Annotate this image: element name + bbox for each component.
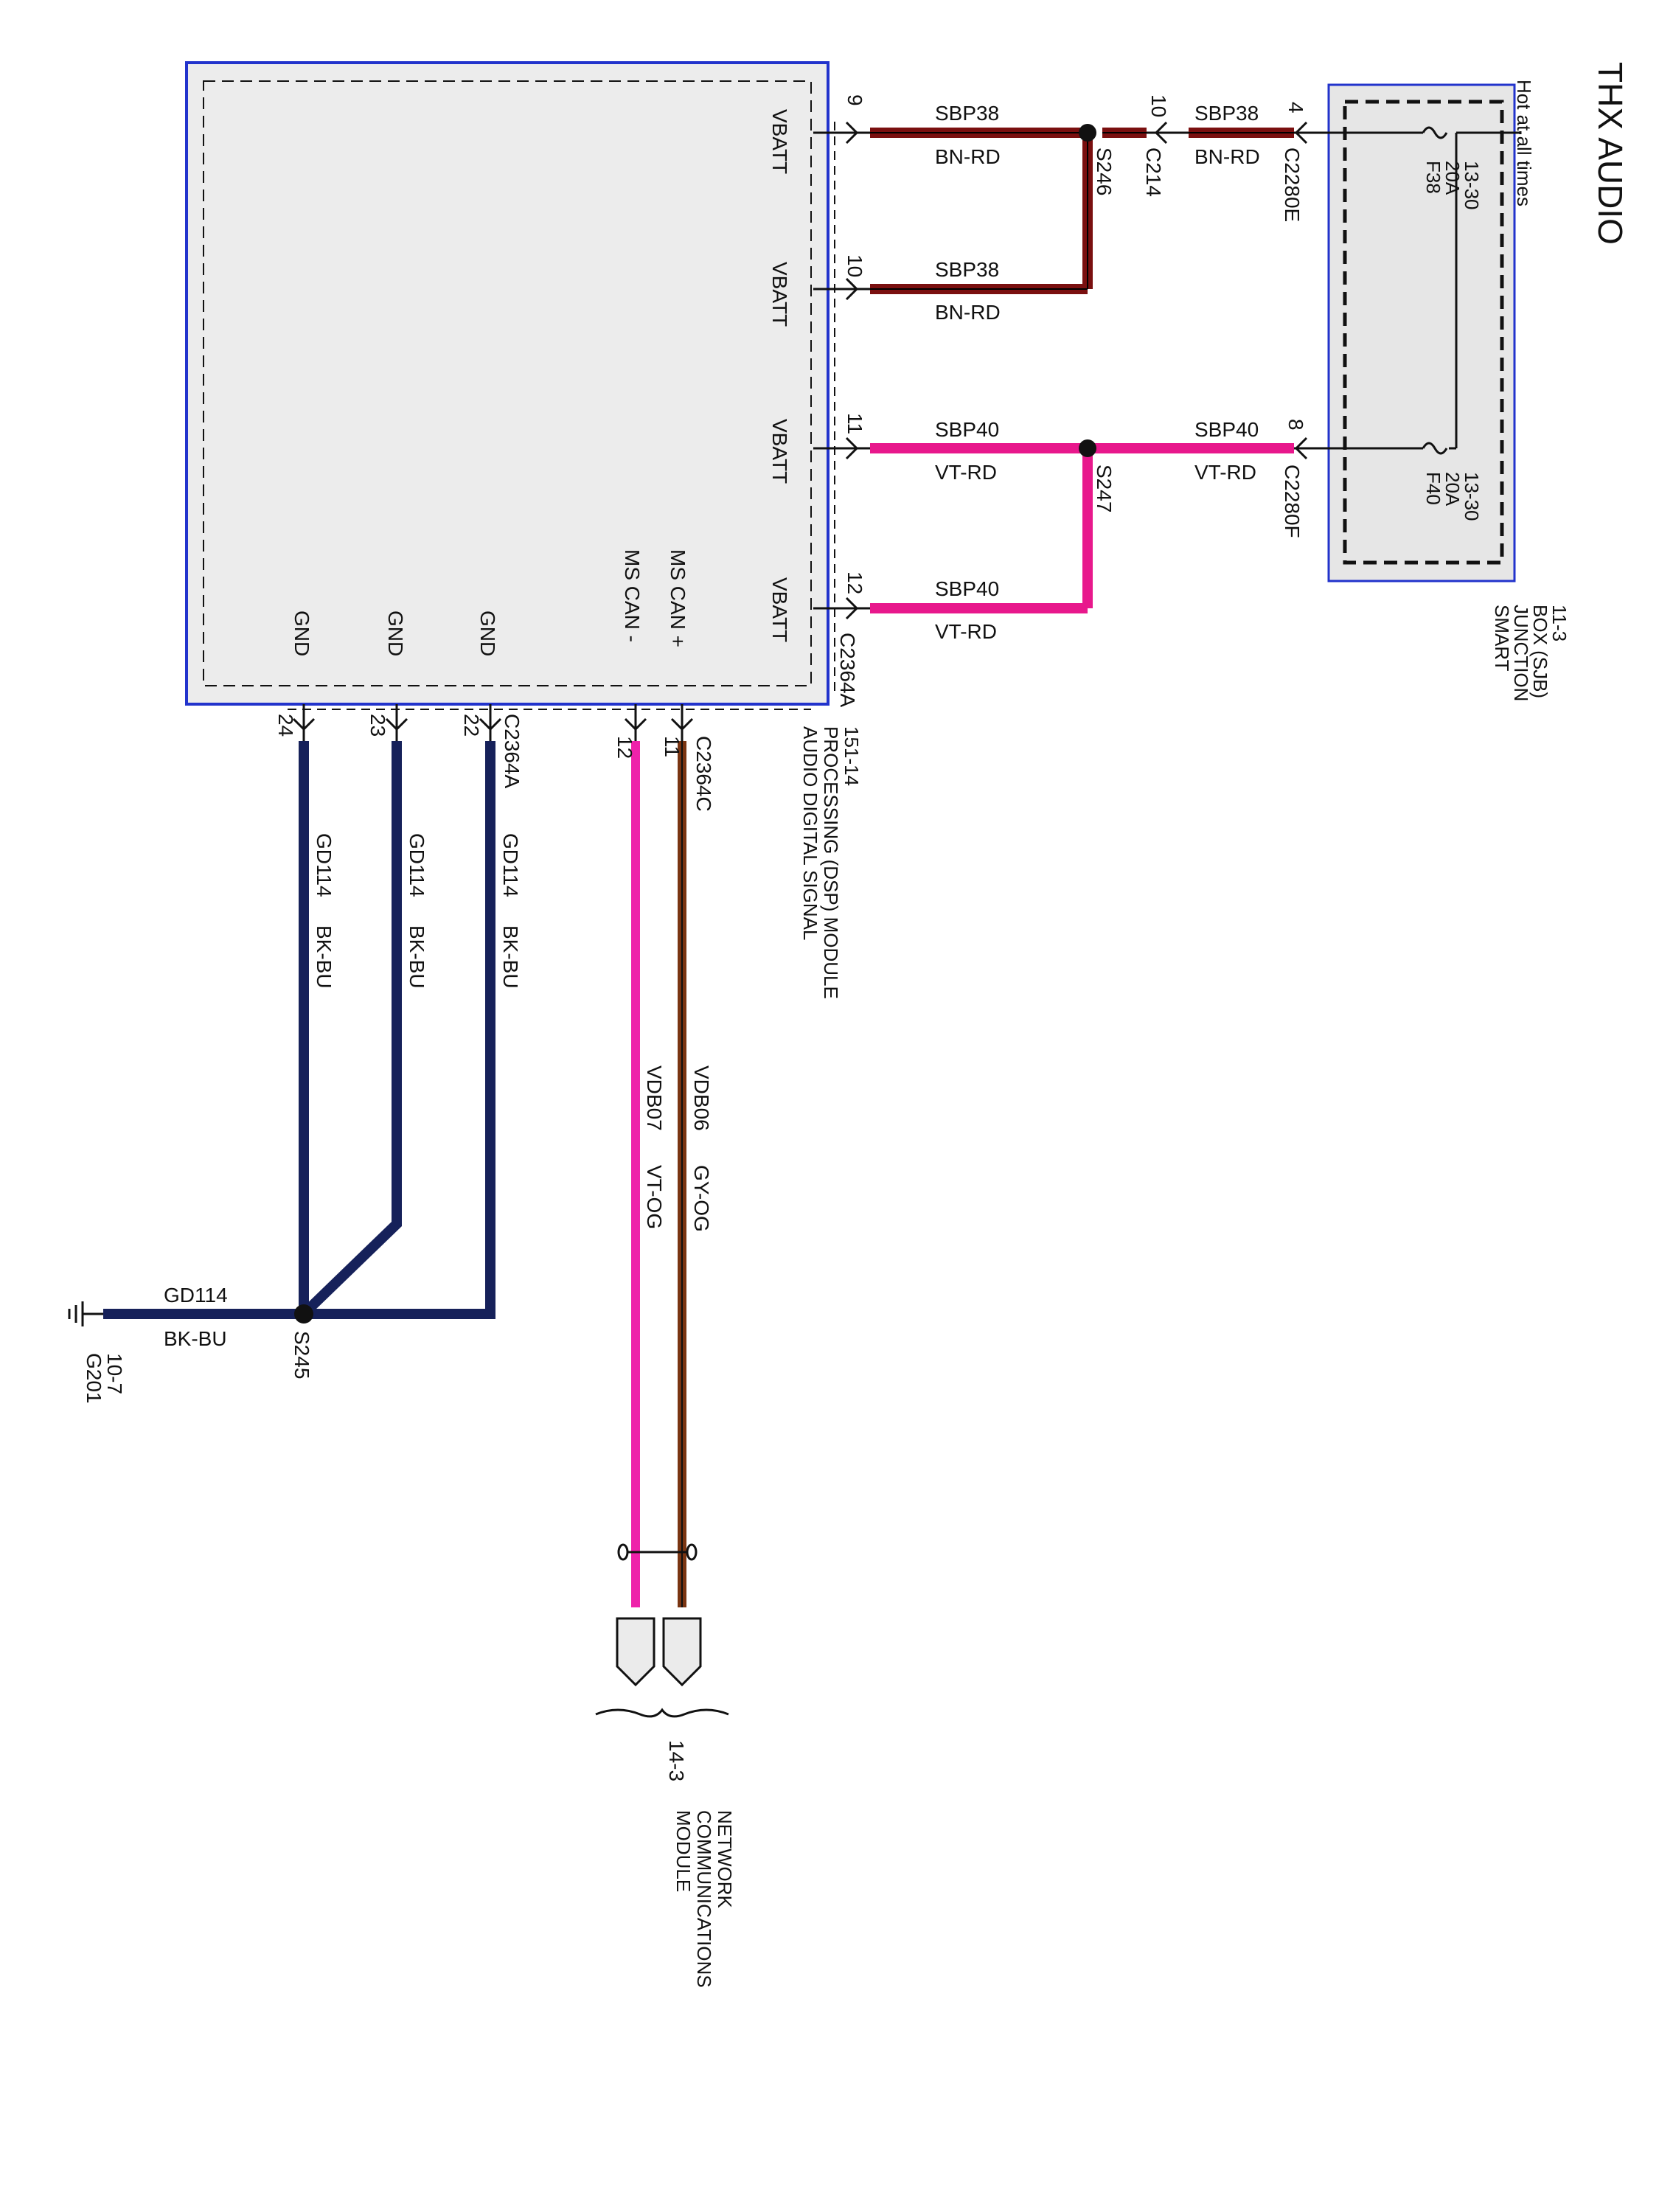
network-terminal-vdb07-icon (616, 1617, 655, 1687)
wire-label-gd114-22: GD114 (499, 833, 522, 897)
pin-label-vbatt-11: VBATT (768, 419, 791, 484)
wire-color-sbp40-1: VT-RD (935, 461, 997, 484)
splice-s245-icon (294, 1304, 313, 1324)
connector-c2280f-label: C2280F (1281, 465, 1304, 538)
dsp-module-label: AUDIO DIGITAL SIGNAL PROCESSING (DSP) MO… (799, 726, 863, 1004)
fuse-f40-label: F40 20A 13-30 (1422, 472, 1483, 521)
splice-s246-label: S246 (1093, 147, 1116, 195)
wire-label-gd114-24: GD114 (313, 833, 335, 897)
pin-number-can-11: 11 (661, 736, 684, 757)
splice-s247-icon (1079, 439, 1096, 457)
wire-color-gd114-23: BK-BU (406, 925, 428, 989)
splice-s247-label: S247 (1093, 465, 1116, 512)
audio-dsp-module: VBATT VBATT VBATT VBATT MS CAN + MS CAN … (185, 61, 835, 710)
pin-label-vbatt-12: VBATT (768, 577, 791, 642)
pin-label-gnd-23: GND (384, 611, 407, 656)
wire-color-gd114-22: BK-BU (499, 925, 522, 989)
wire-label-sbp40-1: SBP40 (935, 418, 999, 441)
splice-s246-icon (1079, 124, 1096, 142)
splice-s245-label: S245 (291, 1331, 313, 1379)
pin-label-ms-can-plus: MS CAN + (667, 549, 689, 647)
network-ref: 14-3 (665, 1740, 688, 1781)
pin-label-gnd-24: GND (291, 611, 313, 656)
ground-icon (68, 1301, 103, 1326)
wire-label-sbp40-3: SBP40 (1194, 418, 1259, 441)
pin-label-vbatt-10: VBATT (768, 262, 791, 327)
pin-number-10: 10 (844, 254, 866, 277)
pin-number-gnd-24: 24 (274, 714, 297, 737)
wire-color-vdb07: VT-OG (643, 1165, 666, 1229)
wire-label-sbp38-1: SBP38 (935, 102, 999, 125)
can-pin-stubs (624, 704, 694, 741)
pin-number-c214: 10 (1147, 94, 1170, 117)
network-terminal-vdb06-icon (662, 1617, 702, 1687)
wire-label-vdb07: VDB07 (643, 1065, 666, 1131)
pin-label-vbatt-9: VBATT (768, 109, 791, 174)
wire-label-vdb06: VDB06 (690, 1065, 713, 1131)
connector-c214-label: C214 (1142, 147, 1165, 197)
wire-label-sbp38-2: SBP38 (935, 258, 999, 281)
sjb-label: SMART JUNCTION BOX (SJB) 11-3 (1491, 605, 1571, 707)
pin-number-gnd-22: 22 (460, 714, 483, 737)
ground-g201-label: G201 10-7 (83, 1353, 126, 1409)
wire-label-sbp40-2: SBP40 (935, 577, 999, 600)
wire-label-gd114-ground: GD114 (164, 1284, 228, 1307)
wire-color-sbp38-2: BN-RD (935, 301, 1001, 324)
wire-color-gd114-ground: BK-BU (164, 1327, 227, 1350)
smart-junction-box: F38 20A 13-30 F40 20A 13-30 (1309, 83, 1522, 582)
pin-label-gnd-22: GND (476, 611, 499, 656)
wire-gd114 (103, 741, 495, 1319)
pin-number-gnd-23: 23 (366, 714, 389, 737)
pin-number-9: 9 (844, 94, 866, 106)
fuse-f40-icon (1422, 442, 1448, 455)
pin-number-can-12: 12 (613, 736, 636, 759)
wire-color-sbp38-1: BN-RD (935, 145, 1001, 168)
pin-number-12: 12 (844, 571, 866, 594)
network-label: MODULE COMMUNICATIONS NETWORK (672, 1810, 736, 1993)
connector-c2364a-bottom: C2364A (501, 714, 524, 789)
fuse-f38-icon (1422, 126, 1448, 139)
gnd-pin-stubs (292, 704, 502, 741)
hot-at-all-times-label: Hot at all times (1513, 80, 1535, 206)
pin-number-c2280f: 8 (1284, 419, 1307, 431)
wire-color-sbp38-3: BN-RD (1194, 145, 1260, 168)
wire-color-sbp40-2: VT-RD (935, 620, 997, 643)
wire-label-gd114-23: GD114 (406, 833, 428, 897)
connector-c2364c-label: C2364C (692, 736, 715, 812)
wire-color-vdb06: GY-OG (690, 1165, 713, 1232)
pin-number-11: 11 (844, 413, 866, 434)
pin-label-ms-can-minus: MS CAN - (621, 549, 644, 642)
connector-c2280e-label: C2280E (1281, 147, 1304, 222)
wire-color-gd114-24: BK-BU (313, 925, 335, 989)
twisted-pair-icon (617, 1543, 698, 1561)
connector-c2364a-top: C2364A (836, 633, 859, 708)
wire-color-sbp40-3: VT-RD (1194, 461, 1256, 484)
wire-sbp38-trace (870, 132, 1294, 290)
vbatt-pin-stubs (813, 121, 1309, 620)
fuse-f38-label: F38 20A 13-30 (1422, 161, 1483, 210)
network-brace-icon (595, 1708, 729, 1718)
diagram-title: THX AUDIO (1591, 62, 1630, 245)
pin-number-c2280e: 4 (1284, 102, 1307, 114)
wire-label-sbp38-3: SBP38 (1194, 102, 1259, 125)
